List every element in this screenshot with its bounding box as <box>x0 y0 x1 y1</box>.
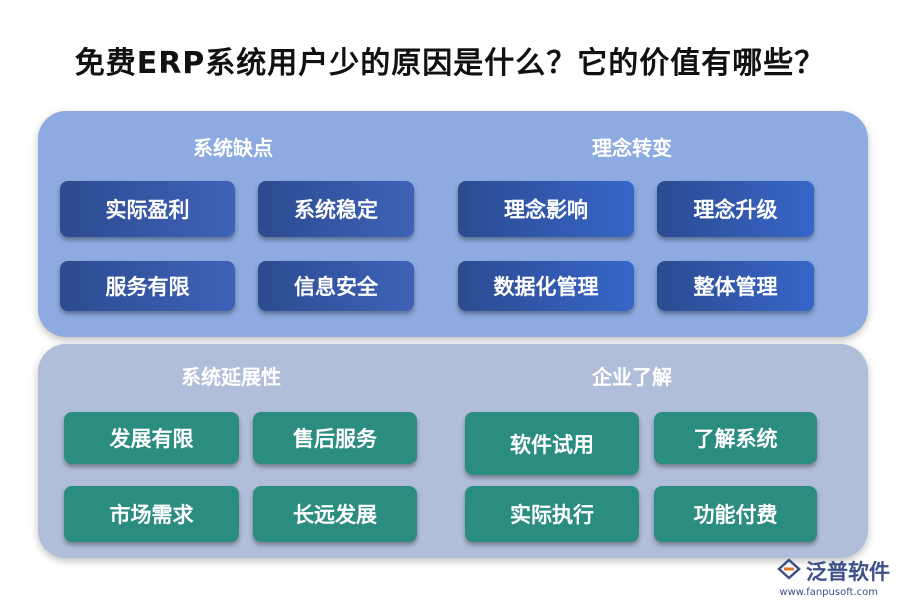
box-limited-service: 服务有限 <box>60 261 235 311</box>
logo-url: www.fanpusoft.com <box>779 587 878 598</box>
box-information-security: 信息安全 <box>258 261 414 311</box>
heading-system-drawbacks: 系统缺点 <box>193 136 273 160</box>
heading-concept-change: 理念转变 <box>592 136 672 160</box>
heading-system-extensibility: 系统延展性 <box>181 365 281 389</box>
heading-enterprise-understanding: 企业了解 <box>592 365 672 389</box>
box-limited-development: 发展有限 <box>64 412 239 464</box>
box-paid-features: 功能付费 <box>654 486 817 542</box>
box-long-term-development: 长远发展 <box>253 486 417 542</box>
box-software-trial: 软件试用 <box>465 412 639 475</box>
box-market-demand: 市场需求 <box>64 486 239 542</box>
box-overall-management: 整体管理 <box>657 261 814 311</box>
logo-icon <box>776 557 802 585</box>
brand-logo: 泛普软件 <box>776 556 890 586</box>
box-after-sales-service: 售后服务 <box>253 412 417 464</box>
box-actual-execution: 实际执行 <box>465 486 639 542</box>
box-actual-profit: 实际盈利 <box>60 181 235 237</box>
logo-name: 泛普软件 <box>806 560 890 584</box>
box-system-stability: 系统稳定 <box>258 181 414 237</box>
page-title: 免费ERP系统用户少的原因是什么？它的价值有哪些？ <box>74 46 826 81</box>
box-concept-influence: 理念影响 <box>458 181 634 237</box>
box-data-management: 数据化管理 <box>458 261 634 311</box>
box-concept-upgrade: 理念升级 <box>657 181 814 237</box>
box-understand-system: 了解系统 <box>654 412 817 464</box>
